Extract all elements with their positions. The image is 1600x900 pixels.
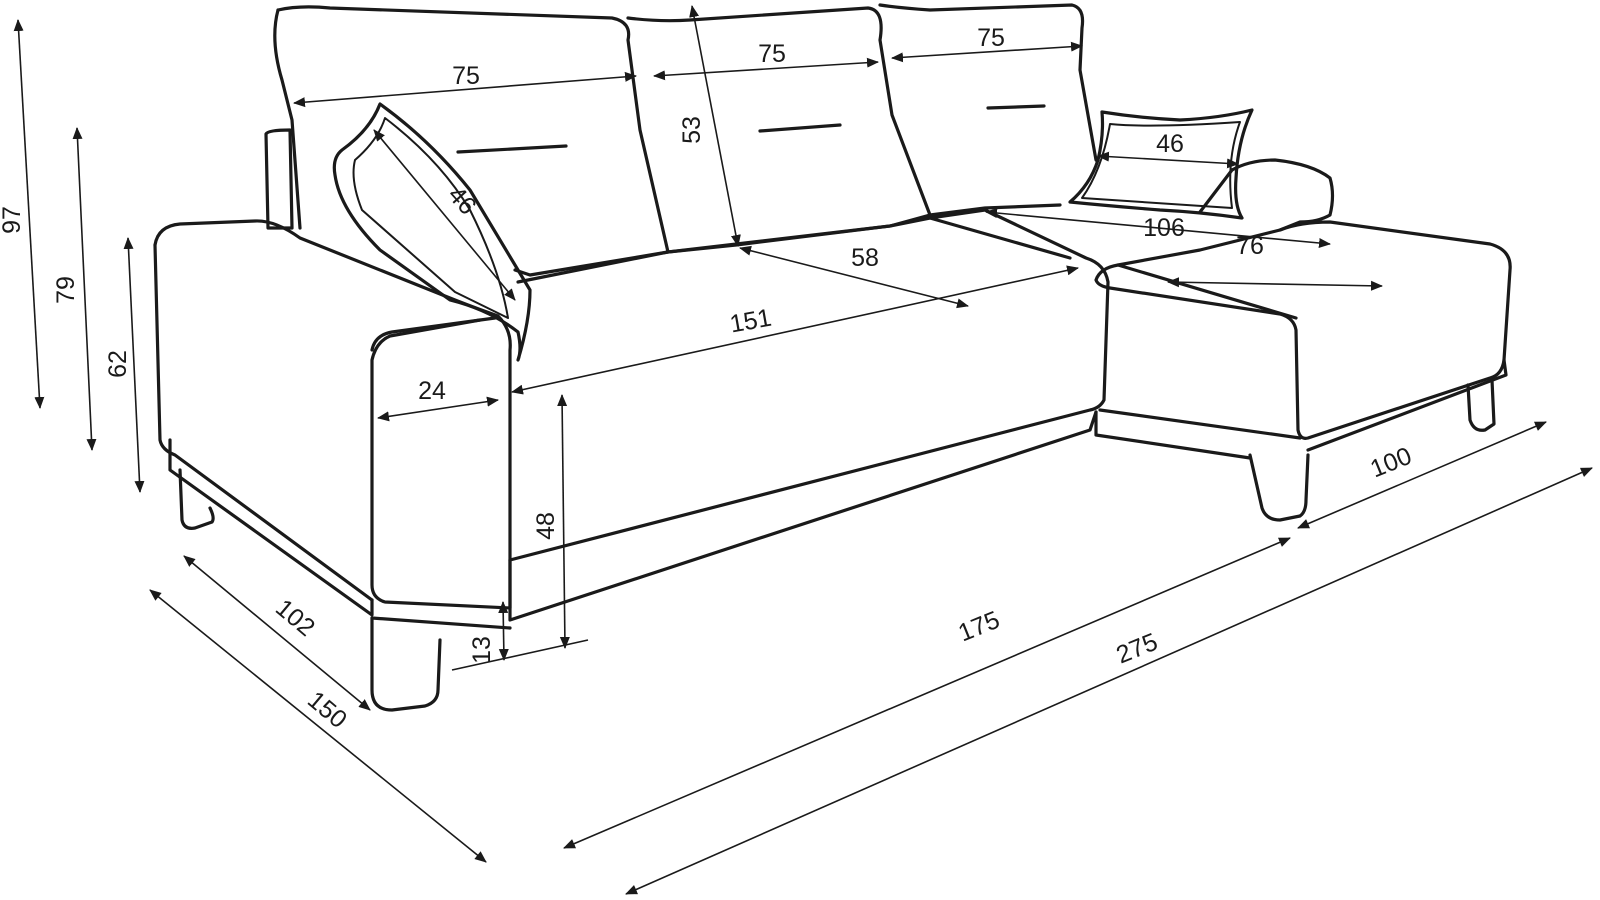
label-main-width: 175 xyxy=(954,606,1003,648)
dim-line-leg-height xyxy=(498,601,509,661)
dim-line-armrest-width xyxy=(377,396,499,422)
dim-line-main-seat-width xyxy=(511,265,1079,395)
cushion-tag-1 xyxy=(456,144,568,154)
dim-line-chaise-length xyxy=(985,208,1331,248)
chaise-seat-cushion xyxy=(1094,220,1512,440)
back-cushion-left xyxy=(276,5,670,277)
leg-chaise-front xyxy=(1248,453,1310,522)
label-cushion-3: 75 xyxy=(977,24,1005,52)
dim-line-pillow-left xyxy=(373,129,516,301)
dim-line-pillow-right xyxy=(1097,151,1239,169)
label-armrest-height: 62 xyxy=(104,350,132,378)
dim-line-seat-height xyxy=(557,394,570,649)
armrest-right xyxy=(1230,158,1335,232)
dim-line-total-height xyxy=(13,19,45,409)
dim-line-total-width xyxy=(625,467,1593,895)
cushion-tag-2 xyxy=(758,123,842,133)
back-cushion-middle xyxy=(626,6,932,254)
label-total-height: 97 xyxy=(0,206,26,234)
dimension-lines xyxy=(13,5,1593,895)
dim-line-cushion-3 xyxy=(891,41,1083,63)
label-seat-depth: 58 xyxy=(851,244,879,272)
dimension-labels: 97 79 62 48 13 24 58 151 75 75 75 53 46 … xyxy=(0,24,1416,734)
dim-line-back-height xyxy=(72,127,97,451)
label-leg-height: 13 xyxy=(468,636,496,664)
label-chaise-depth: 100 xyxy=(1366,442,1415,484)
label-pillow-right: 46 xyxy=(1156,130,1184,158)
label-chaise-length: 106 xyxy=(1143,214,1185,242)
leg-back-left xyxy=(178,468,215,530)
label-total-depth: 150 xyxy=(302,686,352,734)
dim-line-armrest-height xyxy=(123,237,145,493)
dim-line-chaise-width xyxy=(1167,277,1383,291)
dim-line-chaise-depth xyxy=(1297,421,1547,529)
armrest-left xyxy=(153,219,512,610)
label-total-width: 275 xyxy=(1112,628,1161,670)
label-seat-height: 48 xyxy=(532,512,560,540)
label-main-seat-width: 151 xyxy=(728,304,774,339)
dim-line-main-width xyxy=(563,537,1291,849)
label-cushion-1: 75 xyxy=(452,62,480,90)
dim-line-cushion-height xyxy=(689,5,741,247)
cushion-tag-3 xyxy=(986,104,1046,110)
leg-front-left xyxy=(370,616,442,712)
label-pillow-left: 46 xyxy=(442,181,481,220)
back-cushion-right xyxy=(878,3,1098,162)
label-chaise-width: 76 xyxy=(1236,232,1264,260)
dim-line-total-depth xyxy=(149,589,487,863)
label-sofa-depth: 102 xyxy=(270,594,320,642)
label-back-height: 79 xyxy=(52,276,80,304)
sofa-drawing xyxy=(153,3,1512,712)
label-armrest-width: 24 xyxy=(418,377,446,405)
label-cushion-height: 53 xyxy=(678,116,706,144)
throw-pillow-left xyxy=(332,102,532,362)
dim-line-cushion-1 xyxy=(293,71,637,108)
label-cushion-2: 75 xyxy=(758,40,786,68)
